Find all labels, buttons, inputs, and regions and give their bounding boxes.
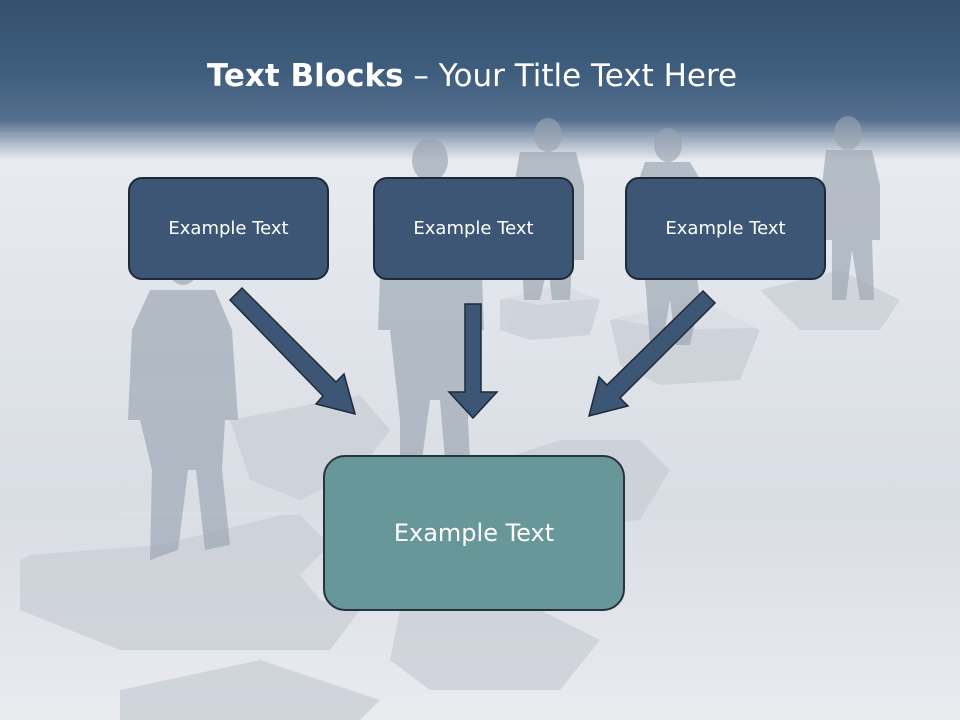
text-block-right-label: Example Text: [665, 218, 786, 239]
text-block-main[interactable]: Example Text: [323, 455, 625, 611]
page-title: Text Blocks – Your Title Text Here: [0, 52, 944, 100]
text-block-left-label: Example Text: [168, 218, 289, 239]
title-rest-part: – Your Title Text Here: [403, 58, 738, 94]
text-block-left[interactable]: Example Text: [128, 177, 329, 280]
header-band: [0, 0, 960, 160]
text-block-main-label: Example Text: [393, 519, 555, 547]
text-block-center[interactable]: Example Text: [373, 177, 574, 280]
text-block-center-label: Example Text: [413, 218, 534, 239]
text-block-right[interactable]: Example Text: [625, 177, 826, 280]
arrow-down-icon: [447, 303, 499, 420]
arrow-down-right-icon: [228, 286, 357, 416]
title-bold-part: Text Blocks: [206, 58, 404, 94]
arrow-down-left-icon: [587, 289, 717, 418]
